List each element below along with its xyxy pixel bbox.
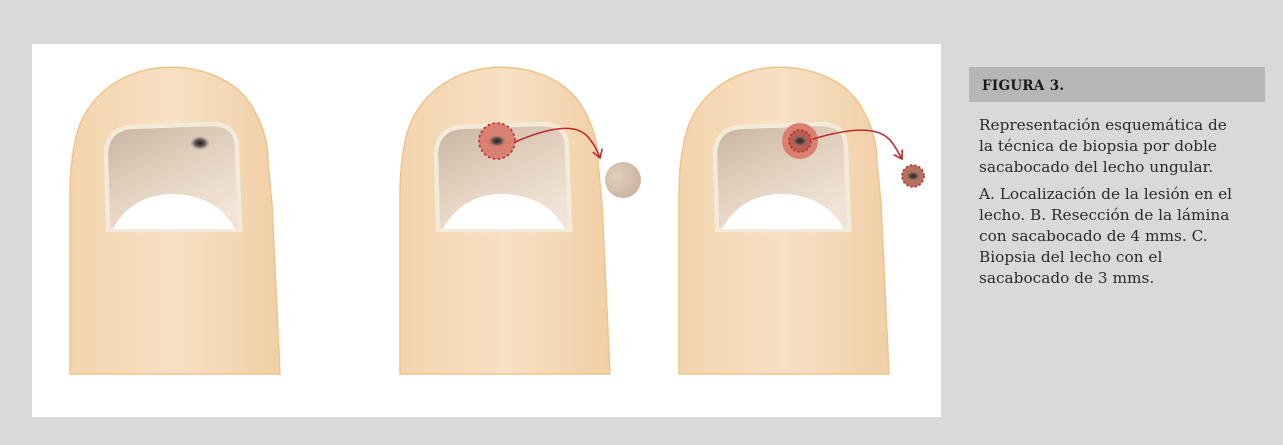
curved-arrow-b — [514, 127, 603, 160]
illustration-panel — [32, 44, 941, 417]
figure-caption: FIGURA 3. Representación esquemática de … — [969, 67, 1265, 289]
finger-b — [400, 67, 610, 374]
finger-c — [679, 67, 889, 374]
lesion-spot-a — [190, 136, 210, 150]
biopsy-illustration — [32, 44, 925, 417]
figure-steps: A. Localización de la lesión en el lecho… — [979, 185, 1233, 287]
figure-label-text: FIGURA 3. — [982, 78, 1065, 94]
figure-description: Representación esquemática de la técnica… — [979, 116, 1227, 176]
excised-disc-c — [901, 164, 925, 188]
finger-a — [70, 67, 280, 374]
curved-arrow-c — [812, 129, 903, 161]
excised-disc-b — [605, 162, 641, 198]
figure-label: FIGURA 3. — [969, 67, 1265, 102]
